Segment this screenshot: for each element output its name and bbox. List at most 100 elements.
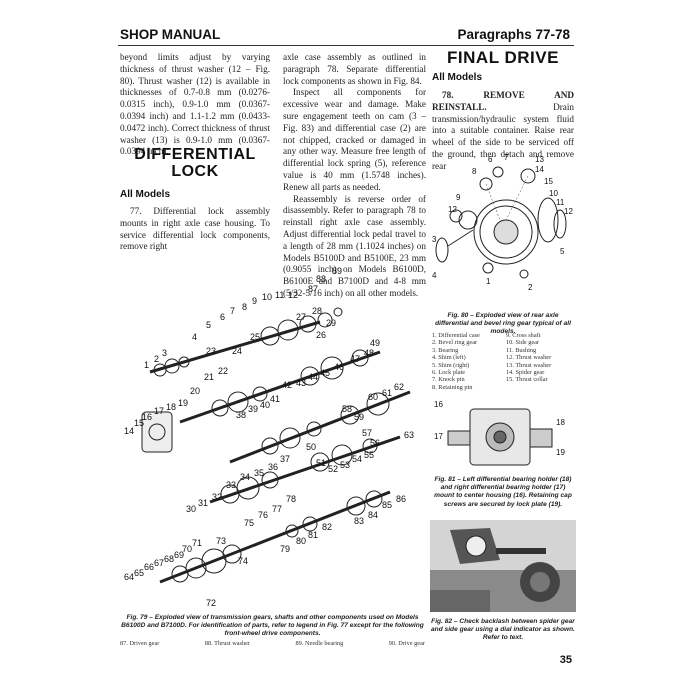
fig79-legend-item: 90. Drive gear [388, 640, 425, 647]
bevel-ring-gear-shape [473, 199, 539, 265]
section-title-differential-lock: DIFFERENTIAL LOCK [120, 146, 270, 180]
fig79-callout-28: 28 [312, 306, 322, 316]
fig81-callout-17: 17 [434, 432, 443, 441]
col2-paragraph-3: Reassembly is reverse order of disassemb… [283, 193, 426, 298]
fig80-legend-right: 9. Cross shaft 10. Side gear 11. Bushing… [506, 332, 576, 384]
fig80-exploded-drawing: 13 14 15 10 11 12 6 7 8 9 12 3 4 1 2 5 [432, 153, 573, 292]
subheading-all-models-1: All Models [120, 189, 171, 200]
fig79-callout-33: 33 [226, 480, 236, 490]
fig80-legend-item: 6. Lock plate [432, 369, 466, 377]
column-2: axle case assembly as outlined in paragr… [283, 52, 426, 300]
fig80-legend-item: 12. Thrust washer [506, 354, 552, 362]
fig79-callout-52: 52 [328, 464, 338, 474]
fig80-callout-13: 13 [535, 155, 544, 164]
col1-paragraph-77: 77. Differential lock assembly mounts in… [120, 206, 270, 253]
fig79-callout-67: 67 [154, 558, 164, 568]
fig80-callout-1: 1 [486, 277, 491, 286]
fig79-legend-item: 88. Thrust washer [204, 640, 251, 647]
fig80-callout-6: 6 [488, 155, 493, 164]
fig79-callout-45: 45 [320, 368, 330, 378]
fig79-callout-11: 11 [275, 290, 284, 300]
fig79-callout-85: 85 [382, 500, 392, 510]
fig80-callout-2: 2 [528, 283, 533, 292]
fig79-callout-56: 56 [370, 438, 380, 448]
fig79-callout-74: 74 [238, 556, 248, 566]
fig79-callout-4: 4 [192, 332, 197, 342]
fig79-callout-61: 61 [382, 388, 392, 398]
section-title-line-2: LOCK [171, 163, 219, 180]
fig80-legend-item: 7. Knock pin [432, 376, 465, 384]
fig79-callout-30: 30 [186, 504, 196, 514]
fig80-callout-7: 7 [504, 153, 509, 162]
fig79-callout-79: 79 [280, 544, 290, 554]
fig79-callout-76: 76 [258, 510, 268, 520]
fig79-callout-69: 69 [174, 550, 184, 560]
fig81-callout-16: 16 [434, 400, 443, 409]
fig79-caption: Fig. 79 – Exploded view of transmission … [121, 614, 424, 638]
fig79-callout-81: 81 [308, 530, 318, 540]
fig79-callout-31: 31 [198, 498, 208, 508]
fig81-housing-drawing: 16 17 18 19 [434, 400, 565, 466]
fig80-callout-5: 5 [560, 247, 565, 256]
fig80-legend-item: 5. Shim (right) [432, 361, 470, 369]
fig79-callout-87: 87 [308, 284, 318, 294]
fig79-callout-77: 77 [272, 504, 282, 514]
fig80-legend-item: 4. Shim (left) [432, 354, 466, 362]
paragraph-78-lead: 78. REMOVE AND REINSTALL. [432, 90, 574, 112]
running-header-right: Paragraphs 77-78 [457, 27, 570, 42]
fig80-callout-8: 8 [472, 167, 477, 176]
fig80-legend-item: 3. Bearing [432, 346, 459, 354]
fig79-callout-14: 14 [124, 426, 134, 436]
fig79-callout-12: 12 [288, 290, 298, 300]
fig79-callout-68: 68 [164, 554, 174, 564]
fig79-callout-19: 19 [178, 398, 188, 408]
fig80-callout-10: 10 [549, 189, 558, 198]
fig79-callout-22: 22 [218, 366, 228, 376]
fig79-callout-36: 36 [268, 462, 278, 472]
fig82-caption: Fig. 82 – Check backlash between spider … [431, 618, 575, 642]
fig79-callout-82: 82 [322, 522, 332, 532]
fig79-callout-75: 75 [244, 518, 254, 528]
fig79-callout-35: 35 [254, 468, 264, 478]
fig80-callout-12b: 12 [448, 205, 457, 214]
fig79-callout-49: 49 [370, 338, 380, 348]
fig81-caption: Fig. 81 – Left differential bearing hold… [434, 476, 572, 508]
fig79-legend-item: 87. Driven gear [120, 640, 160, 647]
fig79-exploded-drawing: 89 88 87 12 11 10 9 8 7 6 5 4 3 2 1 27 2… [124, 266, 414, 608]
fig79-callout-59: 59 [354, 412, 364, 422]
fig79-callout-15: 15 [134, 418, 144, 428]
fig80-legend-item: 10. Side gear [506, 339, 540, 347]
col2-paragraph-1: axle case assembly as outlined in paragr… [283, 52, 426, 86]
fig79-callout-64: 64 [124, 572, 134, 582]
paragraph-77-text: 77. Differential lock assembly mounts in… [120, 206, 270, 252]
fig79-callout-40: 40 [260, 400, 270, 410]
section-title-line-1: DIFFERENTIAL [134, 146, 256, 163]
running-header-left: SHOP MANUAL [120, 27, 221, 42]
fig79-callout-86: 86 [396, 494, 406, 504]
fig80-callout-11: 11 [556, 198, 565, 207]
fig79-callout-51: 51 [316, 458, 326, 468]
subheading-all-models-2: All Models [432, 72, 483, 83]
fig79-callout-54: 54 [352, 454, 362, 464]
fig80-callout-15: 15 [544, 177, 553, 186]
fig79-callout-23: 23 [206, 346, 216, 356]
fig79-callout-5: 5 [206, 320, 211, 330]
fig79-legend-item: 89. Needle bearing [295, 640, 344, 647]
fig81-callout-19: 19 [556, 448, 565, 457]
fig79-callout-26: 26 [316, 330, 326, 340]
column-1: beyond limits adjust by varying thicknes… [120, 52, 270, 158]
fig79-callout-34: 34 [240, 472, 250, 482]
fig79-callout-84: 84 [368, 510, 378, 520]
col1-paragraph-continued: beyond limits adjust by varying thicknes… [120, 52, 270, 157]
fig79-callout-21: 21 [204, 372, 214, 382]
col2-paragraph-2: Inspect all components for excessive wea… [283, 87, 426, 192]
fig79-legend: 87. Driven gear 88. Thrust washer 89. Ne… [120, 640, 425, 647]
fig79-callout-72: 72 [206, 598, 216, 608]
fig81-callout-18: 18 [556, 418, 565, 427]
fig79-callout-16: 16 [142, 412, 152, 422]
fig79-callout-17: 17 [154, 406, 164, 416]
fig79-callout-70: 70 [182, 544, 192, 554]
fig82-photo [430, 520, 576, 612]
fig80-callout-4: 4 [432, 271, 437, 280]
